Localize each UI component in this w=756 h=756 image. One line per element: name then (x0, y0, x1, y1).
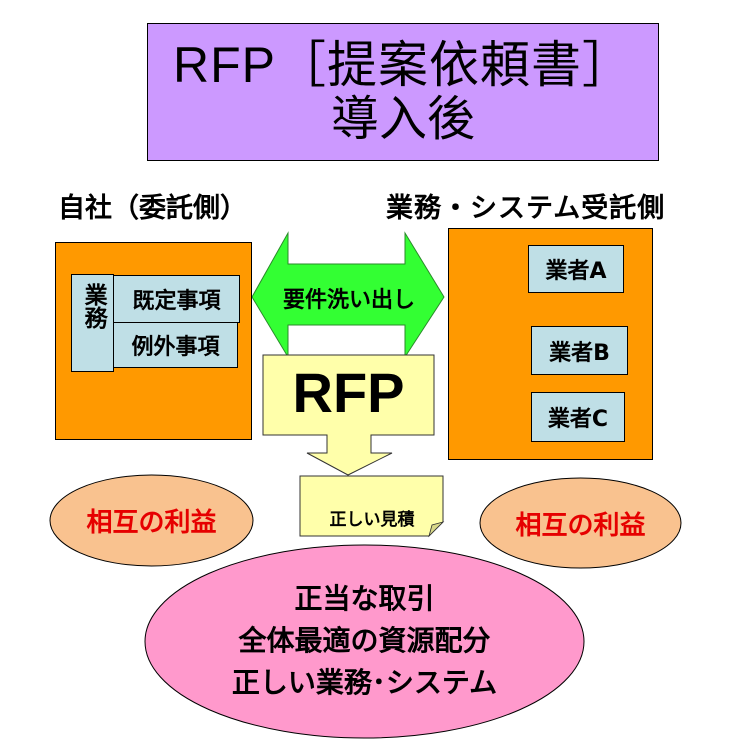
business-box: 業務 (71, 274, 114, 372)
requirements-double-arrow (251, 231, 445, 359)
outcome-line-resource-allocation: 全体最適の資源配分 (238, 624, 491, 657)
vendor-a-box: 業者A (528, 245, 624, 293)
vendor-c-label: 業者C (547, 407, 609, 432)
title-line-1: RFP［提案依頼書］ (173, 37, 633, 94)
vendor-a-label: 業者A (545, 259, 607, 284)
benefit-right-label: 相互の利益 (515, 510, 646, 541)
benefit-ellipse-left (49, 474, 254, 567)
title-box: RFP［提案依頼書］ 導入後 (147, 23, 659, 161)
benefit-left-label: 相互の利益 (86, 508, 217, 538)
vendor-side-label: 業務・システム受託側 (386, 193, 666, 224)
outcome-line-correct-system: 正しい業務･システム (231, 666, 498, 699)
benefit-ellipse-right (479, 477, 682, 569)
outcome-text: 正当な取引 全体最適の資源配分 正しい業務･システム (145, 548, 584, 734)
outcome-line-fair-trade: 正当な取引 (294, 582, 435, 615)
outcome-ellipse (144, 544, 585, 739)
business-label: 業務 (80, 283, 107, 329)
rfp-label: RFP (292, 360, 405, 424)
client-side-label: 自社（委託側） (58, 193, 247, 224)
title-line-2: 導入後 (330, 91, 475, 148)
standard-items-box: 既定事項 (113, 275, 240, 323)
exception-items-label: 例外事項 (131, 335, 220, 360)
vendor-b-box: 業者B (531, 326, 628, 375)
rfp-callout-shape (262, 354, 435, 476)
exception-items-box: 例外事項 (113, 322, 238, 368)
vendor-b-label: 業者B (549, 340, 610, 366)
note-fold-icon (428, 521, 445, 538)
estimate-note-label: 正しい見積 (329, 509, 415, 530)
standard-items-label: 既定事項 (132, 289, 221, 314)
vendor-c-box: 業者C (531, 392, 625, 442)
requirements-arrow-label: 要件洗い出し (282, 288, 415, 313)
